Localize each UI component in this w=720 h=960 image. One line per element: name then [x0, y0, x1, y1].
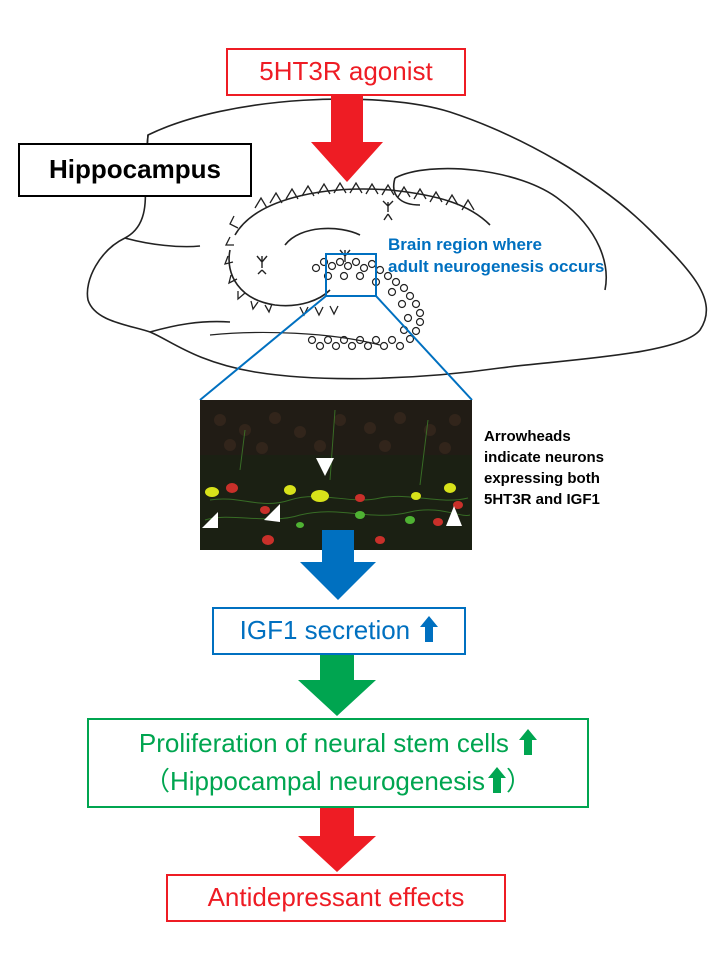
region-annotation-line2: adult neurogenesis occurs [388, 257, 605, 276]
hippocampus-label: Hippocampus [49, 154, 221, 184]
zoom-line-left [199, 295, 327, 401]
proliferation-line1: Proliferation of neural stem cells [138, 728, 509, 758]
proliferation-line2: （Hippocampal neurogenesis [143, 766, 486, 796]
arrowhead-annotation-line4: 5HT3R and IGF1 [484, 491, 600, 508]
arrowhead-annotation-line3: expressing both [484, 470, 600, 487]
zoom-line-right [375, 295, 473, 401]
arrowhead-annotation-line1: Arrowheads [484, 428, 571, 445]
arrowhead-annotation: Arrowheads indicate neurons expressing b… [484, 426, 604, 510]
ca-pyramidal-cells [223, 181, 475, 317]
proliferation-line2-close: ） [506, 766, 533, 796]
proliferation-box: Proliferation of neural stem cells （Hipp… [87, 718, 589, 808]
antidepressant-label: Antidepressant effects [207, 882, 465, 912]
igf1-label: IGF1 secretion [239, 615, 411, 645]
triangle-marker-icon [202, 458, 462, 528]
hippocampus-label-box: Hippocampus [18, 143, 252, 197]
arrowhead-annotation-line2: indicate neurons [484, 449, 605, 466]
up-arrow-icon [420, 616, 439, 642]
micrograph-image [200, 400, 472, 550]
agonist-label: 5HT3R agonist [259, 56, 433, 86]
igf1-box: IGF1 secretion [212, 607, 466, 655]
region-annotation-line1: Brain region where [388, 235, 542, 254]
up-arrow-icon [519, 729, 538, 755]
agonist-box: 5HT3R agonist [226, 48, 466, 96]
region-annotation: Brain region where adult neurogenesis oc… [388, 234, 604, 278]
antidepressant-box: Antidepressant effects [166, 874, 506, 922]
down-arrow-icon [298, 95, 383, 872]
brain-sketch [86, 98, 708, 380]
up-arrow-icon [488, 767, 507, 793]
region-highlight-box [325, 253, 377, 297]
